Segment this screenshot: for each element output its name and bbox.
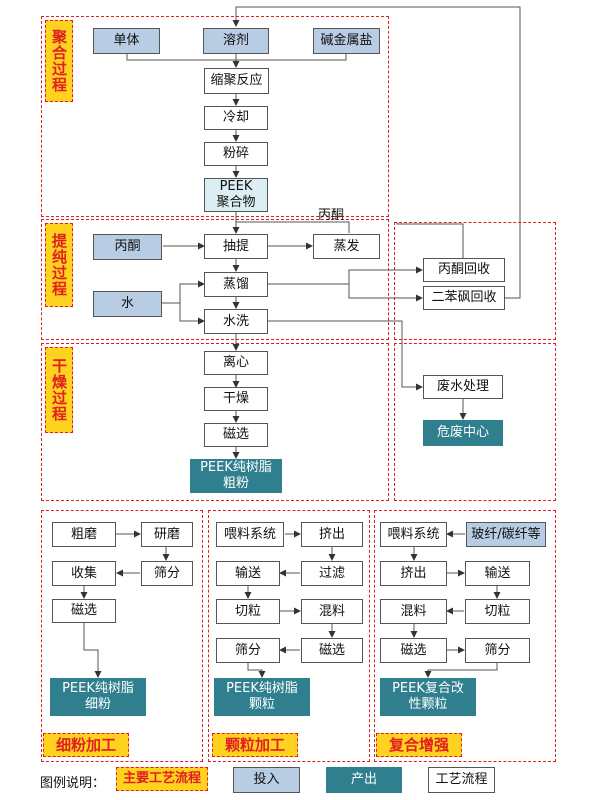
node-hazwaste-center: 危废中心 [423,420,503,446]
node-filter: 过滤 [301,561,363,586]
legend-title: 图例说明： [40,776,106,791]
node-peek-coarse-powder: PEEK纯树脂 粗粉 [190,459,282,493]
node-peek-polymer: PEEK 聚合物 [204,178,268,212]
node-extrude-2: 挤出 [380,561,447,586]
edge-mag-finepowder [83,623,102,678]
node-peek-pellet: PEEK纯树脂 颗粒 [214,678,310,716]
region-fine-powder [41,510,203,762]
edge-salt-feed [236,54,347,61]
node-collect: 收集 [52,561,116,586]
node-water-input: 水 [93,291,162,317]
edge-evap-recycle [236,221,350,233]
node-crushing: 粉碎 [204,142,268,166]
edge-acetone-recover [396,222,464,258]
node-fine-grind: 研磨 [141,522,193,547]
edge-distill-dps [268,283,423,302]
node-pelletize-2: 切粒 [465,599,530,624]
stage-label-extraction: 提纯过程 [45,223,73,307]
node-convey-2: 输送 [465,561,530,586]
stage-label-polymerization: 聚合过程 [45,20,73,102]
node-sieve-1: 筛分 [141,561,193,586]
edge-water-distill [162,280,205,304]
node-fiber-input: 玻纤/碳纤等 [466,522,546,547]
legend-output: 产出 [326,767,402,793]
node-magnetic-sep-3: 磁选 [301,638,363,663]
region-composite [374,510,556,762]
edge-label-acetone: 丙酮 [318,208,345,223]
node-wastewater: 废水处理 [423,375,503,399]
node-centrifuge: 离心 [204,351,268,375]
region-pellet [208,510,370,762]
region-polymerization [41,16,389,217]
node-acetone-recovery: 丙酮回收 [423,258,505,282]
node-magnetic-sep-4: 磁选 [380,638,447,663]
node-magnetic-sep-2: 磁选 [52,599,116,623]
stage-label-pellet: 颗粒加工 [212,733,298,757]
node-convey-1: 输送 [216,561,280,586]
node-acetone-input: 丙酮 [93,234,162,260]
node-extrude-1: 挤出 [301,522,363,547]
node-magnetic-sep-1: 磁选 [204,423,268,447]
region-wastewater [394,343,556,501]
legend-main-flow: 主要工艺流程 [116,767,208,791]
node-peek-composite-pellet: PEEK复合改 性颗粒 [380,678,476,716]
legend-process: 工艺流程 [428,767,495,793]
edge-monomer-feed [126,54,236,61]
edge-wash-wastewater [268,320,423,391]
stage-label-composite: 复合增强 [376,733,462,757]
node-blend-1: 混料 [301,599,363,624]
node-sieve-2: 筛分 [216,638,280,663]
node-evaporation: 蒸发 [313,234,380,259]
edge-dps-recycle [232,6,521,299]
node-peek-fine-powder: PEEK纯树脂 细粉 [50,678,146,716]
node-water-wash: 水洗 [204,309,268,334]
node-coarse-grind: 粗磨 [52,522,116,547]
edge-sieve-composite [424,663,498,678]
edge-sieve-pellet [247,663,266,678]
region-extraction [41,219,389,340]
edge-water-wash [179,303,205,325]
node-solvent: 溶剂 [203,28,269,54]
stage-label-drying: 干燥过程 [45,347,73,433]
node-sieve-3: 筛分 [465,638,530,663]
region-drying [41,343,389,501]
node-polycondensation: 缩聚反应 [204,68,269,94]
node-blend-2: 混料 [380,599,447,624]
node-alkali-salt: 碱金属盐 [313,28,380,54]
node-feed-system-1: 喂料系统 [216,522,284,547]
node-monomer: 单体 [93,28,160,54]
node-cooling: 冷却 [204,106,268,130]
node-extraction: 抽提 [204,234,268,259]
node-feed-system-2: 喂料系统 [380,522,447,547]
node-dps-recovery: 二苯砜回收 [423,286,505,310]
node-pelletize-1: 切粒 [216,599,280,624]
stage-label-fine-powder: 细粉加工 [43,733,129,757]
legend-input: 投入 [233,767,300,793]
node-drying: 干燥 [204,387,268,411]
region-recovery [394,222,556,340]
node-distillation: 蒸馏 [204,272,268,297]
